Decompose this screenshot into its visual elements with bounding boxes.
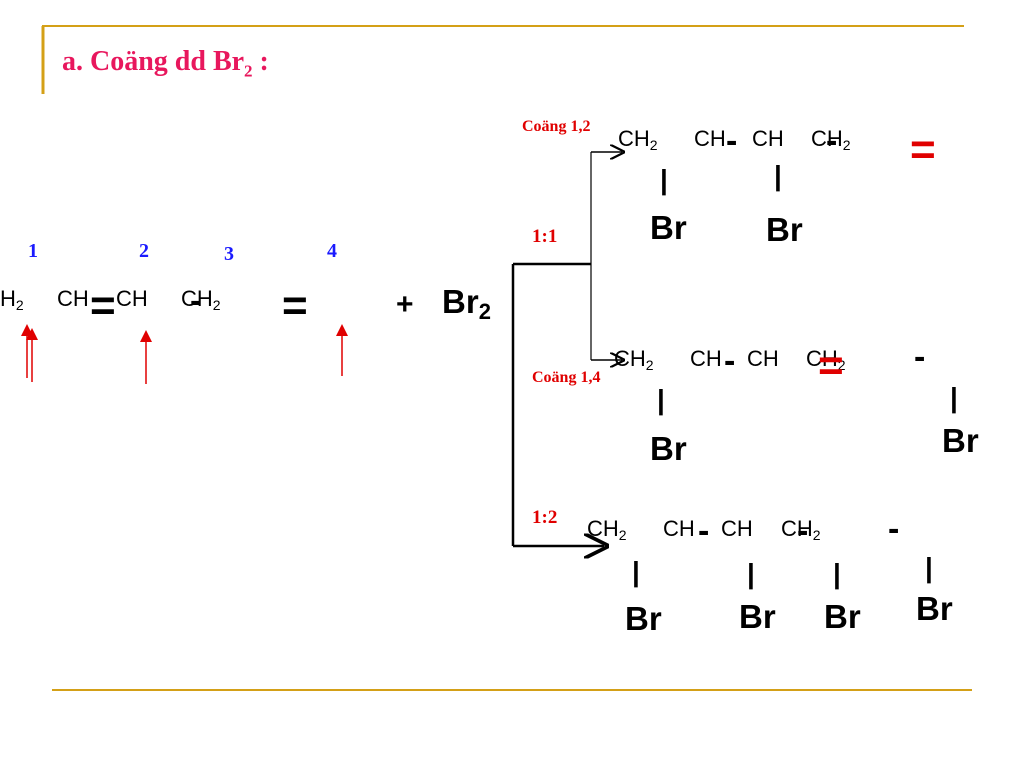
pfull-c1: CH2 — [587, 516, 627, 543]
p12-c2: CH — [694, 126, 726, 151]
plus-sign: + — [396, 288, 414, 321]
slide-title: a. Coäng dd Br2 : — [62, 46, 269, 82]
pfull-c3: CH — [721, 516, 753, 541]
butadiene-double-bond-2: = — [282, 281, 308, 330]
position-4: 4 — [327, 240, 337, 262]
title-subscript: 2 — [244, 61, 253, 81]
position-2: 2 — [139, 240, 149, 262]
pfull-bar-1: | — [632, 556, 640, 587]
p14-br-1: Br — [650, 430, 687, 467]
position-1: 1 — [28, 240, 38, 262]
butadiene-single-bond: - — [190, 282, 202, 320]
p14-single-bond-2: - — [914, 338, 926, 376]
position-3: 3 — [224, 243, 234, 265]
p12-single-bond-1: - — [726, 122, 738, 160]
p14-c1: CH2 — [614, 346, 654, 373]
p14-bar-2: | — [950, 382, 958, 413]
butadiene-c4: CH2 — [181, 286, 221, 313]
pfull-single-bond-1: - — [698, 512, 710, 550]
butadiene-double-bond-1: = — [90, 281, 116, 330]
p14-c4: CH2 — [806, 346, 846, 373]
p12-bar-1: | — [660, 164, 668, 195]
pfull-br-2: Br — [739, 598, 776, 635]
pfull-bar-2: | — [747, 558, 755, 589]
ratio-1-1: 1:1 — [532, 226, 558, 247]
pfull-br-3: Br — [824, 598, 861, 635]
p14-c3: CH — [747, 346, 779, 371]
ratio-1-2: 1:2 — [532, 507, 558, 528]
pfull-single-bond-3: - — [888, 510, 900, 548]
pfull-single-bond-2: - — [797, 512, 809, 550]
pfull-bar-4: | — [925, 552, 933, 583]
label-addition-1-2: Coäng 1,2 — [522, 118, 591, 135]
pfull-c2: CH — [663, 516, 695, 541]
pfull-br-1: Br — [625, 600, 662, 637]
pfull-br-4: Br — [916, 590, 953, 627]
p12-c1: CH2 — [618, 126, 658, 153]
pfull-bar-3: | — [833, 558, 841, 589]
pfull-c4: CH2 — [781, 516, 821, 543]
p12-double-bond: = — [910, 125, 936, 174]
title-text: a. Coäng dd Br — [62, 46, 245, 77]
p14-bar-1: | — [657, 384, 665, 415]
butadiene-c3: CH — [116, 286, 148, 311]
butadiene-c2: CH — [57, 286, 89, 311]
reagent-br2: Br2 — [442, 283, 491, 324]
p12-br-2: Br — [766, 211, 803, 248]
p14-br-2: Br — [942, 422, 979, 459]
p12-br-1: Br — [650, 209, 687, 246]
p14-c2: CH — [690, 346, 722, 371]
p12-single-bond-2: - — [826, 122, 838, 160]
p12-c4: CH2 — [811, 126, 851, 153]
p14-single-bond: - — [724, 342, 736, 380]
butadiene-c1: H2 — [0, 286, 24, 313]
title-tail: : — [252, 46, 269, 77]
p12-c3: CH — [752, 126, 784, 151]
p14-double-bond: = — [818, 341, 844, 390]
p12-bar-2: | — [774, 160, 782, 191]
label-addition-1-4: Coäng 1,4 — [532, 369, 601, 386]
